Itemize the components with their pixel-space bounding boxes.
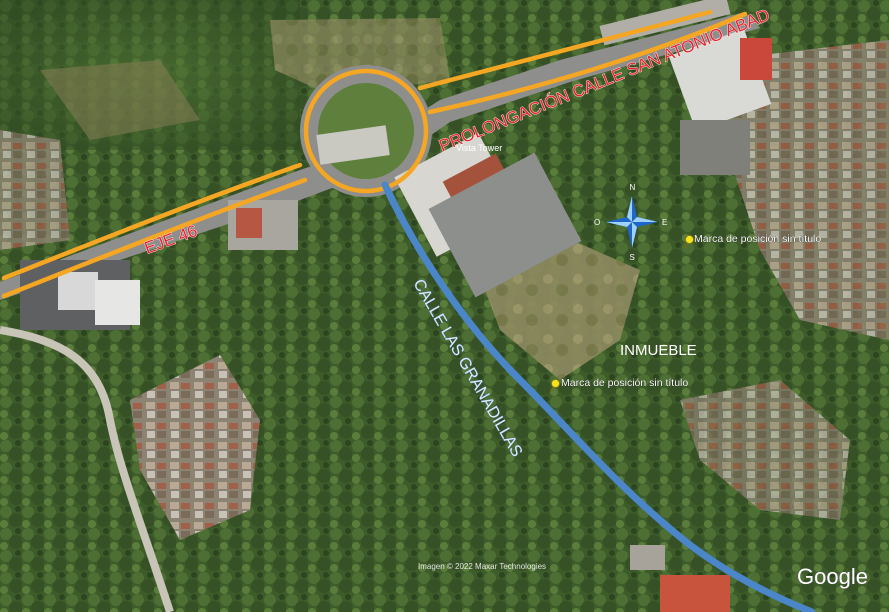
placemark[interactable]: Marca de posición sin título [550,377,689,393]
compass-west: O [594,218,600,227]
parcel-label: INMUEBLE [620,342,697,359]
residential-area [720,40,889,340]
parking-lot [680,120,750,175]
parking-lot [428,152,582,298]
compass-east: E [662,218,667,227]
imagery-attribution: Imagen © 2022 Maxar Technologies [418,562,546,571]
placemark-label: Marca de posición sin título [694,233,821,245]
road-outline-blue [381,181,816,612]
google-logo: Google [797,564,868,589]
building [740,38,772,80]
building [236,208,262,238]
building [95,280,140,325]
poi-label: Vista Tower [456,143,502,153]
placemark-label: Marca de posición sin título [561,377,688,389]
roundabout-plaza [316,125,390,165]
road-outline-orange [1,9,748,299]
residential-area [680,380,850,520]
secondary-road [0,326,174,612]
residential-area [130,355,260,540]
building [630,545,665,570]
building [58,272,98,310]
compass-north: N [630,183,636,192]
residential-area [0,130,70,250]
building [660,575,730,612]
cleared-land [270,18,450,95]
compass-south: S [630,253,635,262]
pushpin-yellow-icon [684,235,694,249]
placemark[interactable]: Marca de posición sin título [684,233,822,249]
pushpin-yellow-icon [550,379,560,393]
cleared-land [40,60,200,140]
compass-rose-icon: N S E O [594,183,667,262]
